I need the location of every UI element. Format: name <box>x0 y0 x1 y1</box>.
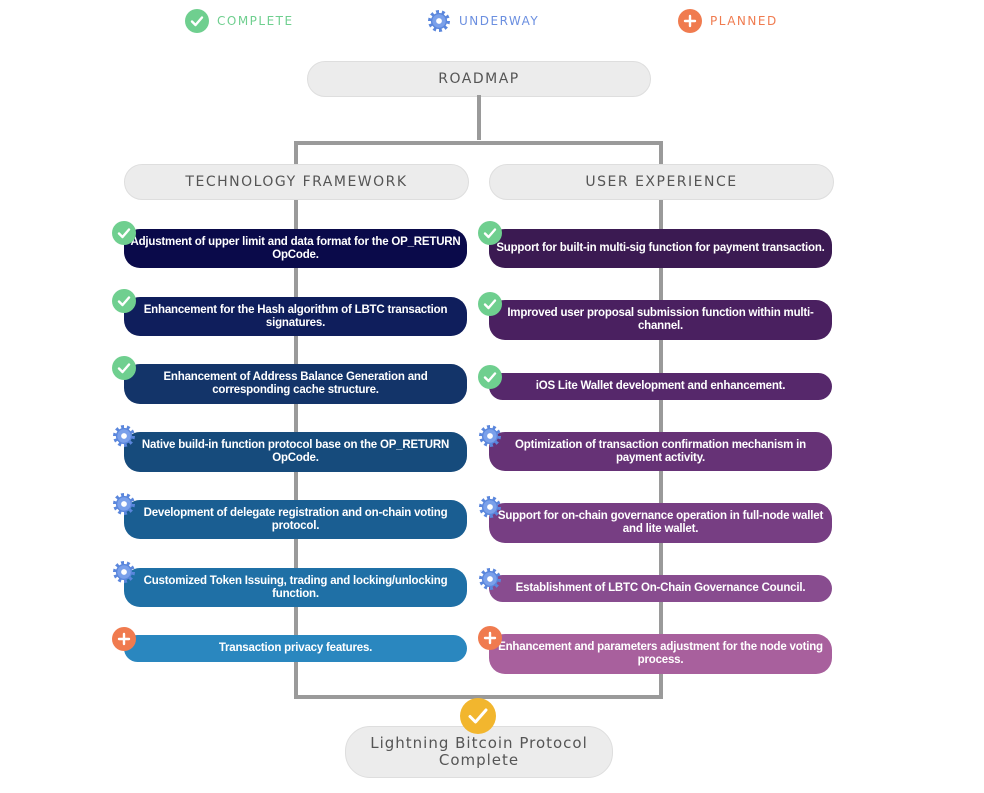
check-circle-icon <box>112 289 136 313</box>
legend-underway-label: UNDERWAY <box>459 14 540 28</box>
tech-status-complete <box>112 356 136 380</box>
ux-item: Establishment of LBTC On-Chain Governanc… <box>489 575 832 602</box>
tech-item: Enhancement for the Hash algorithm of LB… <box>124 297 467 336</box>
gear-icon <box>112 424 136 448</box>
roadmap-connector <box>477 95 481 140</box>
ux-item: Support for on-chain governance operatio… <box>489 503 832 543</box>
tech-item: Customized Token Issuing, trading and lo… <box>124 568 467 607</box>
ux-item-text: Optimization of transaction confirmation… <box>515 438 806 464</box>
legend-complete: COMPLETE <box>185 9 294 33</box>
tech-item-text: Enhancement for the Hash algorithm of LB… <box>143 303 448 329</box>
ux-status-complete <box>478 365 502 389</box>
tech-item-text: Enhancement of Address Balance Generatio… <box>163 371 428 396</box>
check-circle-icon <box>185 9 209 33</box>
final-check-icon <box>460 698 496 734</box>
tech-item: Native build-in function protocol base o… <box>124 432 467 472</box>
frame-right-line <box>659 141 663 698</box>
plus-circle-icon <box>678 9 702 33</box>
tech-item-text: Native build-in function protocol base o… <box>141 439 450 464</box>
tech-item-text: Development of delegate registration and… <box>143 506 448 532</box>
frame-bottom-line <box>294 695 663 699</box>
tech-status-complete <box>112 221 136 245</box>
ux-item-text: Establishment of LBTC On-Chain Governanc… <box>515 582 806 594</box>
frame-top-line <box>294 141 663 145</box>
gear-icon <box>112 560 136 584</box>
legend-underway: UNDERWAY <box>427 9 539 33</box>
ux-status-complete <box>478 221 502 245</box>
check-circle-icon <box>478 292 502 316</box>
ux-item: Enhancement and parameters adjustment fo… <box>489 634 832 674</box>
tech-item: Development of delegate registration and… <box>124 500 467 539</box>
ux-status-underway <box>478 495 502 519</box>
ux-item: Improved user proposal submission functi… <box>489 300 832 340</box>
ux-item-text: Support for built-in multi-sig function … <box>496 242 825 254</box>
ux-status-complete <box>478 292 502 316</box>
check-circle-icon <box>112 221 136 245</box>
final-line1: Lightning Bitcoin Protocol <box>370 734 588 752</box>
roadmap-title: ROADMAP <box>307 61 651 97</box>
final-line2: Complete <box>438 751 520 769</box>
check-circle-icon <box>112 356 136 380</box>
ux-status-underway <box>478 567 502 591</box>
tech-item: Transaction privacy features. <box>124 635 467 662</box>
ux-item: iOS Lite Wallet development and enhancem… <box>489 373 832 400</box>
check-circle-icon <box>478 221 502 245</box>
check-circle-icon <box>478 365 502 389</box>
gear-icon <box>427 9 451 33</box>
final-box: Lightning Bitcoin Protocol Complete <box>345 726 613 778</box>
gear-icon <box>478 424 502 448</box>
plus-circle-icon <box>478 626 502 650</box>
gear-icon <box>478 495 502 519</box>
ux-item-text: Support for on-chain governance operatio… <box>497 510 824 535</box>
user-experience-header: USER EXPERIENCE <box>489 164 834 200</box>
ux-status-underway <box>478 424 502 448</box>
tech-status-planned <box>112 627 136 651</box>
tech-item-text: Customized Token Issuing, trading and lo… <box>143 574 448 600</box>
tech-item-text: Transaction privacy features. <box>218 642 373 654</box>
plus-circle-icon <box>112 627 136 651</box>
tech-item: Adjustment of upper limit and data forma… <box>124 229 467 268</box>
technology-framework-header: TECHNOLOGY FRAMEWORK <box>124 164 469 200</box>
tech-status-underway <box>112 424 136 448</box>
legend-complete-label: COMPLETE <box>217 14 294 28</box>
tech-status-underway <box>112 492 136 516</box>
tech-status-underway <box>112 560 136 584</box>
ux-item-text: Enhancement and parameters adjustment fo… <box>498 641 823 666</box>
gear-icon <box>478 567 502 591</box>
frame-left-line <box>294 141 298 698</box>
ux-item: Support for built-in multi-sig function … <box>489 229 832 268</box>
ux-status-planned <box>478 626 502 650</box>
tech-item: Enhancement of Address Balance Generatio… <box>124 364 467 404</box>
tech-item-text: Adjustment of upper limit and data forma… <box>130 235 461 261</box>
gear-icon <box>112 492 136 516</box>
ux-item: Optimization of transaction confirmation… <box>489 432 832 471</box>
legend-planned-label: PLANNED <box>710 14 778 28</box>
legend-planned: PLANNED <box>678 9 778 33</box>
tech-status-complete <box>112 289 136 313</box>
ux-item-text: Improved user proposal submission functi… <box>507 307 814 332</box>
ux-item-text: iOS Lite Wallet development and enhancem… <box>535 380 786 392</box>
